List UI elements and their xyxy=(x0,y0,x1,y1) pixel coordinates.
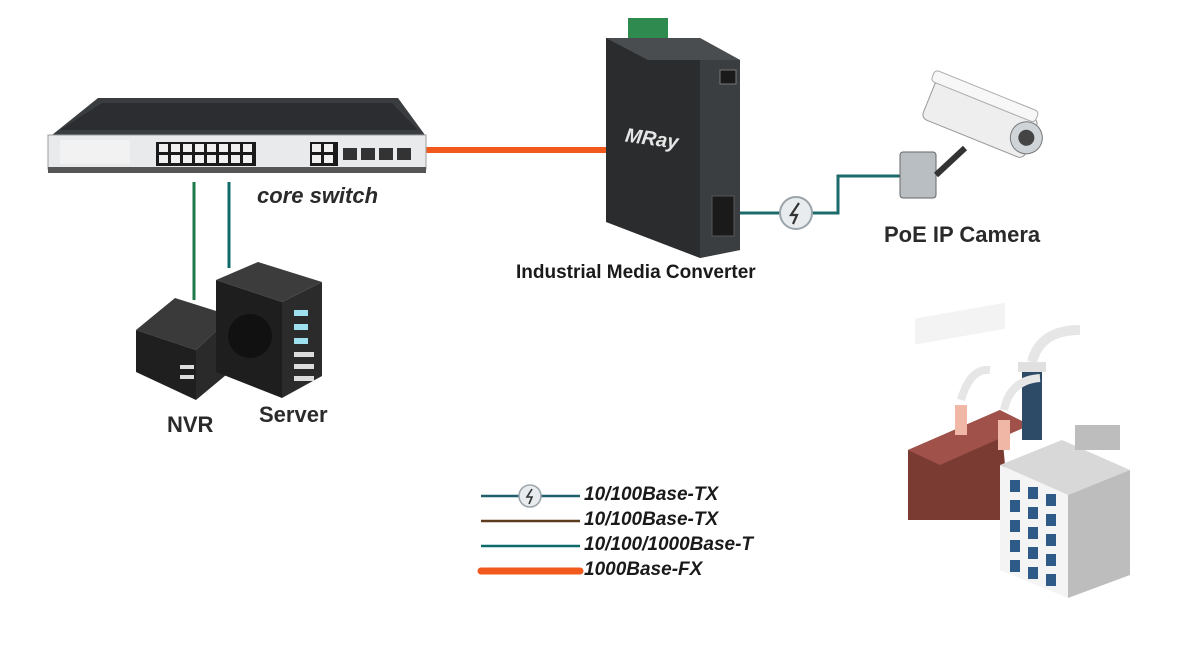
factory-window xyxy=(1046,534,1056,546)
media-converter-label: Industrial Media Converter xyxy=(516,262,756,283)
server-device[interactable] xyxy=(216,262,322,398)
ip-camera-device[interactable] xyxy=(899,70,1052,199)
switch-port xyxy=(183,144,192,152)
factory-window xyxy=(1010,560,1020,572)
factory-window xyxy=(1010,520,1020,532)
link-surge-to-camera xyxy=(812,174,900,215)
switch-port xyxy=(171,144,180,152)
switch-port xyxy=(159,155,168,163)
factory-window xyxy=(1028,567,1038,579)
switch-port xyxy=(324,155,333,163)
switch-port xyxy=(207,155,216,163)
media-converter-device[interactable]: MRay xyxy=(606,18,740,258)
switch-port xyxy=(243,155,252,163)
legend-label-1: 10/100Base-TX xyxy=(584,484,719,505)
switch-port xyxy=(243,144,252,152)
factory-window xyxy=(1010,540,1020,552)
switch-port xyxy=(195,155,204,163)
switch-port xyxy=(231,144,240,152)
factory-window xyxy=(1046,494,1056,506)
nvr-label: NVR xyxy=(167,412,214,437)
switch-port xyxy=(324,144,333,152)
factory-window xyxy=(1028,547,1038,559)
switch-port xyxy=(171,155,180,163)
switch-port xyxy=(183,155,192,163)
server-label: Server xyxy=(259,402,328,427)
factory-window xyxy=(1028,487,1038,499)
switch-port xyxy=(312,155,321,163)
switch-port xyxy=(195,144,204,152)
factory-window xyxy=(1028,507,1038,519)
switch-sfp-ports xyxy=(343,148,411,160)
switch-port xyxy=(231,155,240,163)
switch-port xyxy=(219,144,228,152)
legend-label-3: 10/100/1000Base-T xyxy=(584,534,754,555)
switch-port xyxy=(159,144,168,152)
factory-window xyxy=(1046,574,1056,586)
factory-window xyxy=(1010,480,1020,492)
core-switch-device[interactable] xyxy=(47,98,427,173)
switch-port xyxy=(312,144,321,152)
switch-port xyxy=(219,155,228,163)
factory-window xyxy=(1028,527,1038,539)
legend-surge-icon xyxy=(518,484,542,508)
switch-port xyxy=(207,144,216,152)
core-switch-label: core switch xyxy=(257,183,379,208)
legend-label-4: 1000Base-FX xyxy=(584,559,703,580)
factory-window xyxy=(1046,554,1056,566)
legend xyxy=(477,484,584,575)
legend-label-2: 10/100Base-TX xyxy=(584,509,719,530)
factory-window xyxy=(1010,500,1020,512)
camera-label: PoE IP Camera xyxy=(884,222,1041,247)
factory-window xyxy=(1046,514,1056,526)
factory-building xyxy=(908,302,1130,598)
surge-protector-icon xyxy=(779,196,813,230)
